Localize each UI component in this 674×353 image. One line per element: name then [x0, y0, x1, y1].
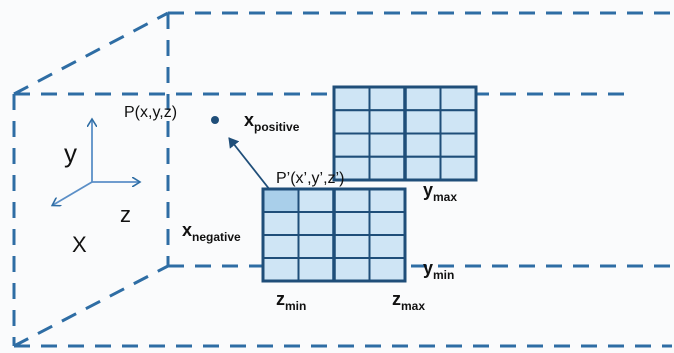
- grid-cell: [297, 188, 335, 213]
- z-max-label: zmax: [392, 289, 425, 313]
- grid-cell: [333, 211, 371, 236]
- front-grid: [261, 187, 407, 283]
- axis-label-y: y: [64, 138, 77, 168]
- grid-cell: [368, 211, 406, 236]
- grid-cell: [333, 257, 371, 282]
- grid-cell: [262, 211, 300, 236]
- grid-cell: [297, 257, 335, 282]
- grid-cell: [297, 234, 335, 259]
- grid-cell: [368, 257, 406, 282]
- grid-cell: [262, 234, 300, 259]
- grid-cell: [439, 86, 477, 112]
- grid-cell: [368, 234, 406, 259]
- x-axis-arrow: [53, 181, 93, 205]
- grid-cell: [404, 109, 442, 135]
- grid-cell: [404, 155, 442, 181]
- grid-cell: [368, 86, 406, 112]
- grid-cell: [333, 234, 371, 259]
- grid-cell: [297, 211, 335, 236]
- grid-cell: [368, 188, 406, 213]
- axes-gizmo: [53, 120, 139, 205]
- point-p-label: P(x,y,z): [124, 104, 177, 121]
- axis-label-x: X: [72, 232, 87, 257]
- bottom-left-depth-edge: [13, 264, 169, 348]
- grid-cell: [439, 109, 477, 135]
- grid-cell: [404, 86, 442, 112]
- y-min-label: ymin: [423, 258, 454, 282]
- grid-cell: [333, 86, 371, 112]
- grid-cell: [333, 109, 371, 135]
- highlighted-cell: [262, 188, 300, 213]
- grid-cell: [368, 155, 406, 181]
- dashed-volume: [12, 11, 672, 348]
- x-positive-label: xpositive: [244, 110, 300, 134]
- arrow-icon: [228, 137, 271, 191]
- z-min-label: zmin: [276, 289, 306, 313]
- point-p-prime-label: P’(x’,y’,z’): [276, 170, 344, 187]
- grid-cell: [333, 188, 371, 213]
- x-negative-label: xnegative: [182, 220, 241, 244]
- back-grid: [332, 85, 478, 182]
- grid-cell: [439, 155, 477, 181]
- grid-cell: [368, 109, 406, 135]
- dot-icon: [211, 116, 219, 124]
- axis-label-z: z: [120, 202, 131, 227]
- grid-cell: [262, 257, 300, 282]
- top-left-depth-edge: [13, 11, 169, 96]
- grid-cell: [368, 132, 406, 158]
- grid-cell: [333, 132, 371, 158]
- grid-cell: [439, 132, 477, 158]
- y-max-label: ymax: [423, 180, 457, 204]
- grid-cell: [404, 132, 442, 158]
